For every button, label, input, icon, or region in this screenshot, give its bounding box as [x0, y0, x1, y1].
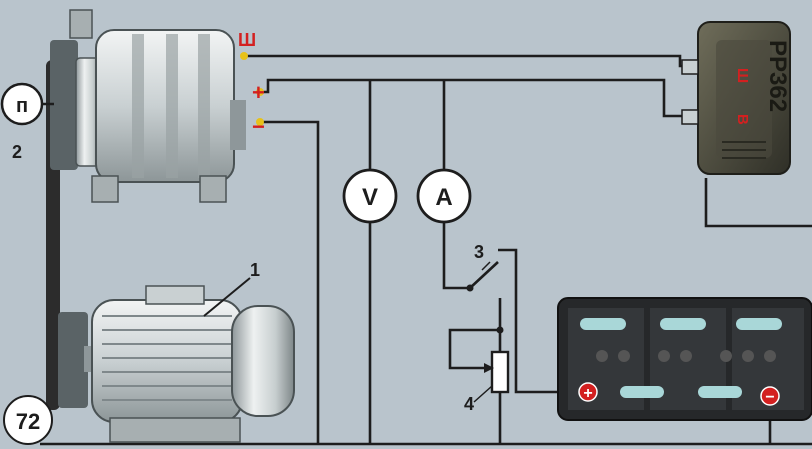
regulator-label-v: В — [734, 114, 751, 125]
motor-end-cap — [231, 305, 295, 417]
regulator-terminal-sh — [681, 59, 699, 75]
switch-contact — [466, 284, 474, 292]
terminal-minus-dot — [256, 118, 264, 126]
switch-blade — [469, 261, 499, 289]
terminal-plus-dot — [256, 88, 264, 96]
motor-pulley — [58, 312, 88, 408]
belt-drive — [46, 40, 88, 410]
battery-minus-terminal — [760, 386, 780, 406]
wire-regulator-ground — [704, 178, 812, 228]
generator-mount-left — [91, 175, 119, 203]
terminal-minus-label: − — [252, 114, 265, 139]
ammeter-letter: A — [435, 184, 452, 211]
voltmeter — [342, 168, 398, 224]
electric-motor — [84, 285, 295, 443]
generator-mount-right — [199, 175, 227, 203]
label-2: 2 — [12, 142, 22, 162]
terminal-sh-label: Ш — [238, 30, 256, 50]
tachometer-letter: п — [16, 95, 28, 117]
wire-minus — [260, 120, 320, 444]
label-1: 1 — [250, 260, 260, 280]
rheostat-arrow — [484, 363, 494, 373]
figure-number: 72 — [16, 409, 40, 434]
regulator-label-sh: Ш — [734, 68, 751, 83]
motor-terminal-box — [145, 285, 205, 305]
voltage-regulator — [681, 21, 791, 175]
wire-switch-right — [498, 248, 518, 290]
wire-plus — [260, 78, 686, 118]
motor-base — [109, 417, 241, 443]
generator-pulley — [50, 40, 78, 170]
voltmeter-letter: V — [362, 184, 378, 211]
battery — [557, 297, 812, 421]
battery-plus-terminal — [578, 382, 598, 402]
ammeter — [416, 168, 472, 224]
wire-rheostat-loop — [448, 328, 500, 370]
rheostat — [490, 350, 510, 394]
label-4: 4 — [464, 394, 474, 414]
wire-ammeter-bottom — [442, 220, 470, 290]
generator-body — [95, 29, 235, 183]
generator — [69, 9, 246, 203]
battery-plus-label: + — [583, 385, 592, 402]
terminal-sh-dot — [240, 52, 248, 60]
terminal-plus-label: + — [252, 80, 265, 105]
wire-battery-plus — [514, 290, 576, 394]
regulator-model: РР362 — [764, 40, 791, 112]
rheostat-top-node — [496, 326, 504, 334]
motor-body — [91, 299, 243, 423]
label-3: 3 — [474, 242, 484, 262]
figure-number-badge — [3, 395, 53, 445]
battery-minus-label: − — [765, 389, 774, 406]
regulator-terminal-v — [681, 109, 699, 125]
